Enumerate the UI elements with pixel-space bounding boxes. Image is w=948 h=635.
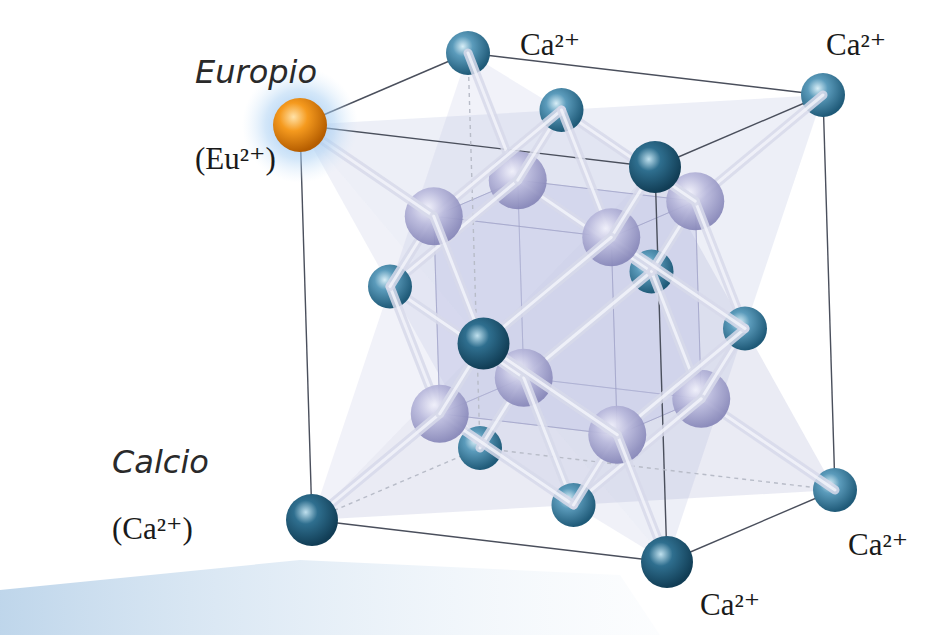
cube-edge <box>655 95 823 167</box>
cube-edge <box>667 490 835 562</box>
background-band <box>0 560 660 635</box>
cube-edge <box>300 125 312 520</box>
element-name: Calcio <box>112 445 209 480</box>
cube-edge <box>468 53 480 448</box>
ion-label: Ca²⁺ <box>700 588 760 622</box>
europium-ion <box>273 98 327 152</box>
ion-formula: (Ca²⁺) <box>112 512 193 546</box>
tetra-plane <box>312 53 655 520</box>
element-name: Europio <box>195 55 317 90</box>
cube-edge <box>823 95 835 490</box>
calcium-ion <box>458 318 510 370</box>
crystal-group <box>242 31 857 588</box>
ion-label: Ca²⁺ <box>848 528 908 562</box>
calcium-ion <box>629 141 681 193</box>
cube-edge <box>655 167 667 562</box>
cube-edge <box>312 520 667 562</box>
ion-label: Ca²⁺ <box>826 28 886 62</box>
cube-edge <box>312 448 480 520</box>
tetra-plane <box>300 125 667 562</box>
ion-formula: (Eu²⁺) <box>195 142 276 176</box>
calcium-ion <box>641 536 693 588</box>
ion-label: Ca²⁺ <box>520 28 580 62</box>
calcium-ion <box>286 494 338 546</box>
